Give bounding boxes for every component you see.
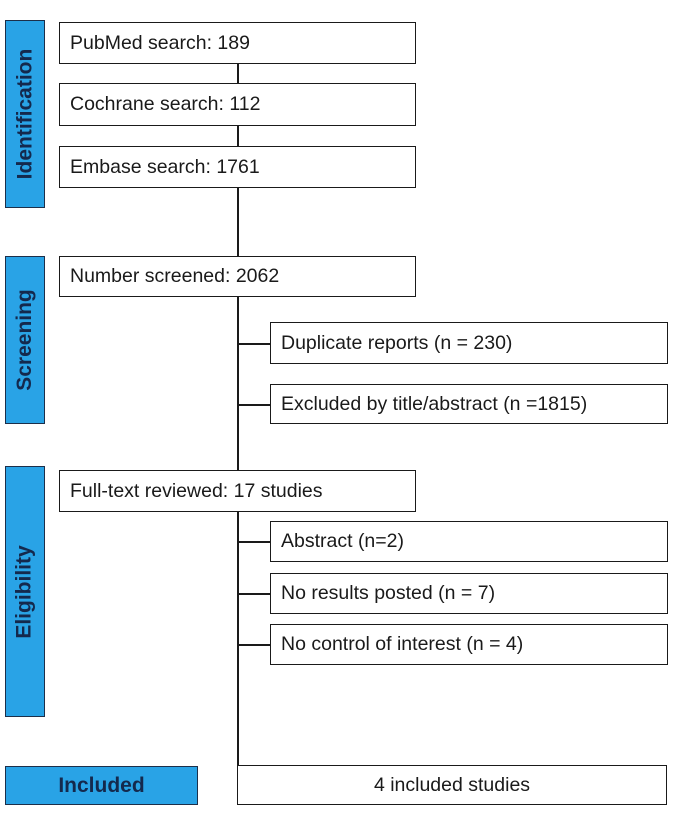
cochrane-box: Cochrane search: 112	[59, 83, 416, 126]
no-control-box: No control of interest (n = 4)	[270, 624, 668, 665]
branch-no-results	[237, 593, 270, 595]
included-studies-box: 4 included studies	[237, 765, 667, 805]
stage-identification-label: Identification	[13, 48, 37, 180]
screened-box: Number screened: 2062	[59, 256, 416, 297]
no-results-box: No results posted (n = 7)	[270, 573, 668, 614]
pubmed-box: PubMed search: 189	[59, 22, 416, 64]
no-results-label: No results posted (n = 7)	[281, 582, 496, 604]
cochrane-label: Cochrane search: 112	[70, 93, 261, 115]
pubmed-label: PubMed search: 189	[70, 31, 250, 54]
included-studies-label: 4 included studies	[373, 773, 531, 796]
fulltext-box: Full-text reviewed: 17 studies	[59, 470, 416, 512]
duplicates-box: Duplicate reports (n = 230)	[270, 322, 668, 364]
screened-label: Number screened: 2062	[70, 265, 280, 287]
duplicates-label: Duplicate reports (n = 230)	[281, 331, 513, 354]
branch-abstract	[237, 541, 270, 543]
excluded-title-label: Excluded by title/abstract (n =1815)	[281, 392, 588, 415]
stage-included: Included	[5, 766, 198, 805]
stage-screening-label: Screening	[13, 289, 37, 391]
stage-included-label: Included	[58, 773, 145, 797]
branch-duplicates	[237, 343, 270, 345]
embase-label: Embase search: 1761	[70, 155, 260, 178]
main-vertical-connector	[237, 63, 239, 766]
branch-no-control	[237, 644, 270, 646]
abstract-label: Abstract (n=2)	[281, 530, 405, 552]
branch-excluded-title	[237, 404, 270, 406]
stage-identification: Identification	[5, 20, 45, 208]
fulltext-label: Full-text reviewed: 17 studies	[70, 479, 323, 502]
stage-screening: Screening	[5, 256, 45, 424]
stage-eligibility-label: Eligibility	[13, 544, 36, 639]
abstract-box: Abstract (n=2)	[270, 521, 668, 562]
no-control-label: No control of interest (n = 4)	[281, 633, 524, 655]
stage-eligibility: Eligibility	[5, 466, 45, 717]
excluded-title-box: Excluded by title/abstract (n =1815)	[270, 384, 668, 424]
embase-box: Embase search: 1761	[59, 146, 416, 188]
